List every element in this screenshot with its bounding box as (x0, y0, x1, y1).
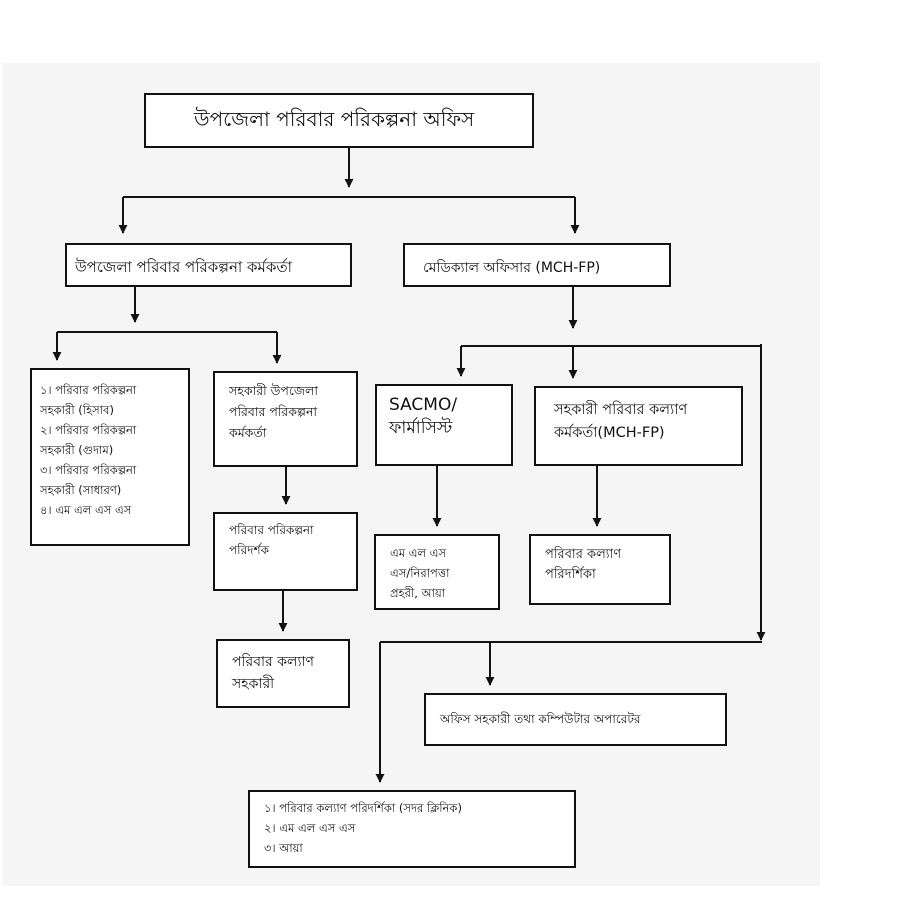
box-asst-upazila-fp-officer-text: সহকারী উপজেলা পরিবার পরিকল্পনা কর্মকর্তা (229, 383, 318, 440)
box-mlss-guard-aya-text: এম এল এস এস/নিরাপত্তা প্রহরী, আয়া (390, 546, 450, 600)
box-upazila-fp-officer-title: উপজেলা পরিবার পরিকল্পনা কর্মকর্তা (75, 258, 292, 276)
box-mlss-guard-aya: এম এল এস এস/নিরাপত্তা প্রহরী, আয়া (374, 534, 500, 610)
box-fp-assistants-text: ১। পরিবার পরিকল্পনা সহকারী (হিসাব) ২। পর… (40, 383, 137, 517)
box-fp-assistants: ১। পরিবার পরিকল্পনা সহকারী (হিসাব) ২। পর… (30, 368, 190, 546)
box-fw-visitor-text: পরিবার কল্যাণ পরিদর্শিকা (545, 547, 622, 582)
box-office-assistant-computer-operator-title: অফিস সহকারী তথা কম্পিউটার অপারেটর (440, 712, 641, 726)
box-fw-visitor: পরিবার কল্যাণ পরিদর্শিকা (529, 534, 671, 605)
box-fp-inspector: পরিবার পরিকল্পনা পরিদর্শক (213, 512, 358, 591)
box-fw-assistant: পরিবার কল্যাণ সহকারী (216, 639, 350, 708)
box-asst-fw-officer: সহকারী পরিবার কল্যাণ কর্মকর্তা(MCH-FP) (534, 386, 743, 466)
box-sacmo-pharmacist-text: SACMO/ ফার্মাসিস্ট (389, 395, 458, 438)
box-medical-officer-title: মেডিক্যাল অফিসার (MCH-FP) (423, 260, 601, 276)
box-asst-upazila-fp-officer: সহকারী উপজেলা পরিবার পরিকল্পনা কর্মকর্তা (213, 371, 358, 467)
box-office-assistant-computer-operator: অফিস সহকারী তথা কম্পিউটার অপারেটর (424, 693, 727, 746)
box-asst-fw-officer-text: সহকারী পরিবার কল্যাণ কর্মকর্তা(MCH-FP) (554, 402, 688, 441)
box-upazila-fp-office-title: উপজেলা পরিবার পরিকল্পনা অফিস (194, 107, 475, 131)
box-medical-officer: মেডিক্যাল অফিসার (MCH-FP) (403, 243, 671, 287)
box-upazila-fp-officer: উপজেলা পরিবার পরিকল্পনা কর্মকর্তা (65, 243, 352, 287)
box-fw-assistant-text: পরিবার কল্যাণ সহকারী (232, 654, 315, 692)
box-sadar-clinic-staff-text: ১। পরিবার কল্যাণ পরিদর্শিকা (সদর ক্লিনিক… (264, 801, 462, 855)
box-fp-inspector-text: পরিবার পরিকল্পনা পরিদর্শক (229, 523, 314, 557)
box-sadar-clinic-staff: ১। পরিবার কল্যাণ পরিদর্শিকা (সদর ক্লিনিক… (248, 790, 576, 868)
box-upazila-fp-office: উপজেলা পরিবার পরিকল্পনা অফিস (144, 93, 534, 148)
box-sacmo-pharmacist: SACMO/ ফার্মাসিস্ট (375, 384, 513, 466)
